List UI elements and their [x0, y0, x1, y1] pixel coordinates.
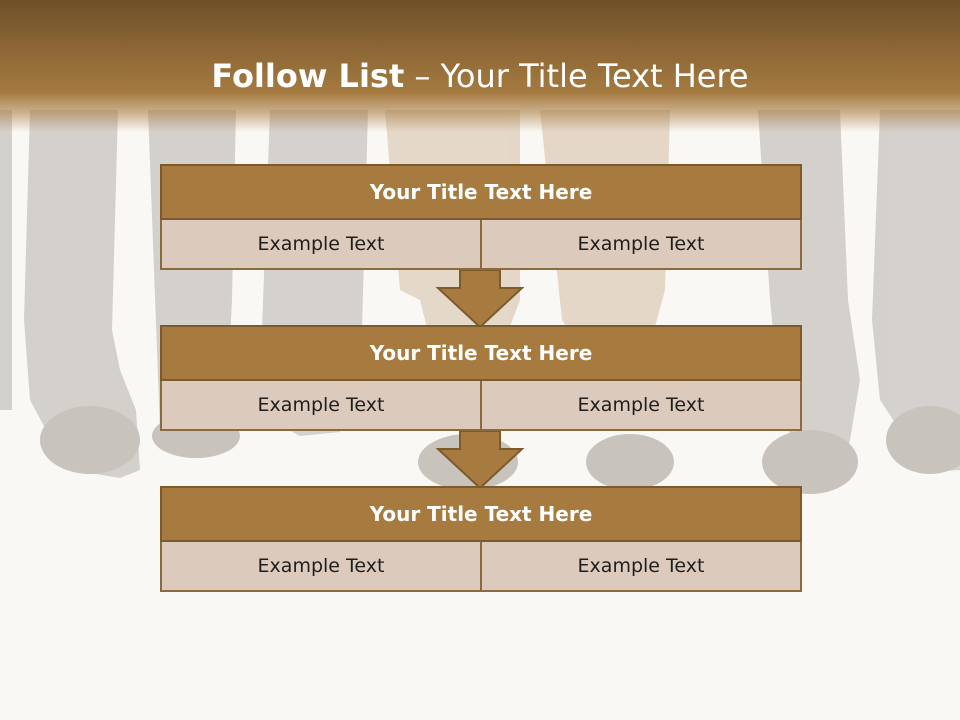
step-text-left: Example Text — [160, 381, 482, 431]
slide-title: Follow List – Your Title Text Here — [0, 56, 960, 96]
slide-title-bold: Follow List — [211, 57, 405, 95]
header-band — [0, 0, 960, 132]
step-block-3: Your Title Text Here Example Text Exampl… — [160, 486, 802, 592]
step-text-left: Example Text — [160, 220, 482, 270]
step-title: Your Title Text Here — [160, 486, 802, 542]
step-text-right: Example Text — [482, 381, 802, 431]
slide-title-rest: – Your Title Text Here — [414, 57, 749, 95]
down-arrow-icon — [436, 270, 524, 328]
down-arrow-icon — [436, 431, 524, 489]
step-text-right: Example Text — [482, 220, 802, 270]
step-title: Your Title Text Here — [160, 325, 802, 381]
step-block-2: Your Title Text Here Example Text Exampl… — [160, 325, 802, 431]
step-text-right: Example Text — [482, 542, 802, 592]
step-title: Your Title Text Here — [160, 164, 802, 220]
step-text-left: Example Text — [160, 542, 482, 592]
step-block-1: Your Title Text Here Example Text Exampl… — [160, 164, 802, 270]
